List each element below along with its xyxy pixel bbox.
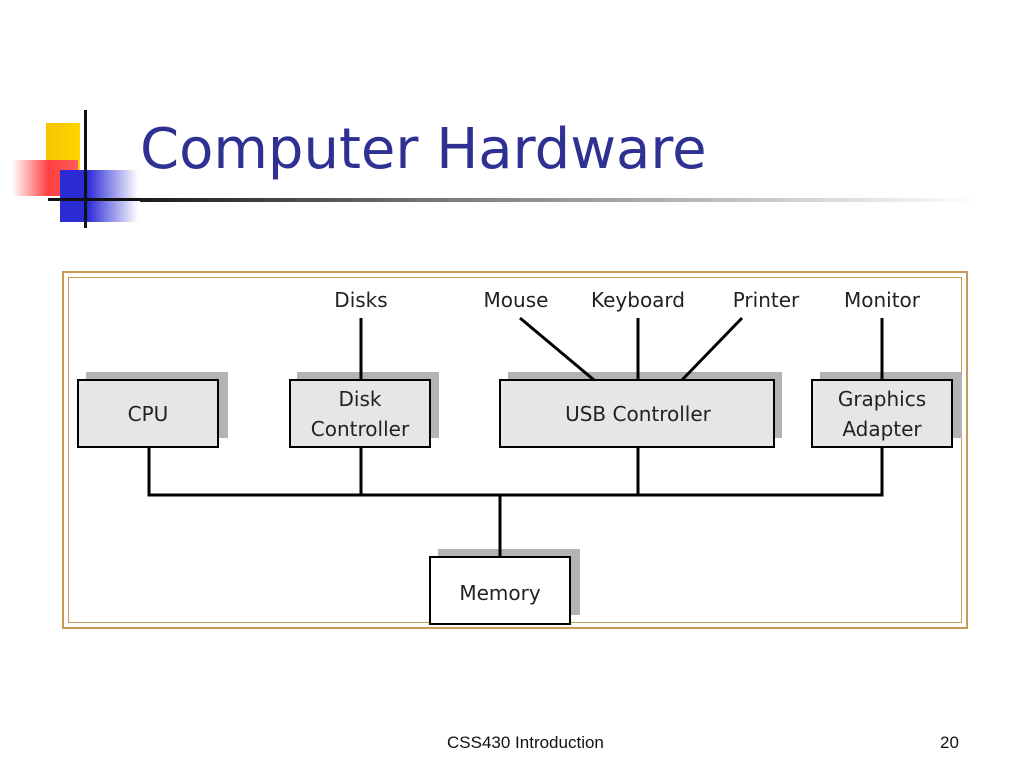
disk-controller-label-line2: Controller (311, 417, 410, 441)
disks-label: Disks (334, 288, 387, 312)
blue-square-decoration (60, 170, 138, 222)
graphics-adapter-label-line2: Adapter (842, 417, 922, 441)
usb-controller-label: USB Controller (565, 402, 712, 426)
connection-lines (147, 316, 884, 557)
footer-course-label: CSS430 Introduction (447, 733, 604, 752)
graphics-adapter-label-line1: Graphics (838, 387, 926, 411)
cpu-box (77, 379, 219, 448)
vertical-line-decoration (84, 110, 87, 228)
cpu-label: CPU (128, 402, 169, 426)
disk-controller-label-line1: Disk (339, 387, 382, 411)
mouse-line (519, 316, 595, 382)
memory-box (429, 556, 571, 625)
mouse-label: Mouse (484, 288, 549, 312)
graphics-adapter-box (811, 379, 953, 448)
memory-label: Memory (459, 581, 541, 605)
page-number: 20 (940, 733, 959, 752)
usb-controller-box (499, 379, 775, 448)
title-underline (140, 198, 980, 202)
horizontal-line-decoration (48, 198, 144, 201)
disk-controller-box (289, 379, 431, 448)
slide-title: Computer Hardware (140, 117, 707, 182)
monitor-label: Monitor (844, 288, 921, 312)
printer-line (680, 316, 744, 382)
keyboard-label: Keyboard (591, 288, 685, 312)
printer-label: Printer (733, 288, 800, 312)
